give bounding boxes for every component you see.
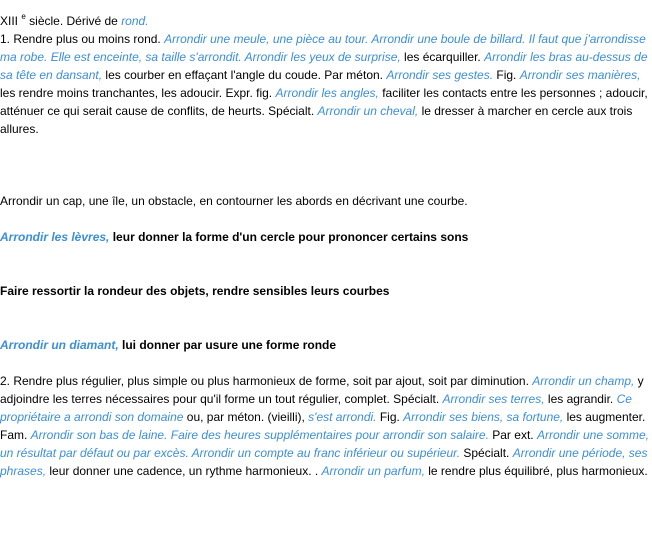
definition-text: Arrondir un cap, une île, un obstacle, e…	[0, 194, 468, 208]
definition-text: 1. Rendre plus ou moins rond.	[0, 32, 165, 46]
definition-text: Fig.	[493, 68, 520, 82]
example-text: Arrondir son bas de laine. Faire des heu…	[30, 428, 489, 442]
example-text: Arrondir une somme, un résultat par défa…	[0, 428, 649, 460]
definition-text: lui donner par usure une forme ronde	[118, 338, 337, 352]
example-text: Arrondir ses biens, sa fortune,	[403, 410, 564, 424]
example-text: Arrondir un diamant,	[0, 338, 119, 352]
example-text: Arrondir ses terres,	[442, 392, 545, 406]
definition-text: leur donner la forme d'un cercle pour pr…	[109, 230, 469, 244]
example-text: Arrondir ses gestes.	[386, 68, 494, 82]
definition-text: les écarquiller.	[400, 50, 485, 64]
definition-levres: Arrondir les lèvres, leur donner la form…	[0, 228, 652, 246]
definition-text: les augmenter. Fam.	[0, 410, 646, 442]
definition-text: Par ext.	[488, 428, 537, 442]
example-text: Arrondir les bras au-dessus de sa tête e…	[0, 50, 648, 82]
definition-text: faciliter les contacts entre les personn…	[0, 86, 648, 118]
example-text: Arrondir les angles,	[275, 86, 379, 100]
definition-text: les courber en effaçant l'angle du coude…	[102, 68, 387, 82]
definition-sense-2: 2. Rendre plus régulier, plus simple ou …	[0, 372, 652, 480]
definition-text: le rendre plus équilibré, plus harmonieu…	[424, 464, 648, 478]
definition-diamant: Arrondir un diamant, lui donner par usur…	[0, 336, 652, 354]
definition-text: Faire ressortir la rondeur des objets, r…	[0, 284, 390, 298]
example-text: Arrondir un cheval,	[317, 104, 419, 118]
example-text: Arrondir une période, ses phrases,	[0, 446, 648, 478]
definition-cap: Arrondir un cap, une île, un obstacle, e…	[0, 192, 652, 210]
example-text: Ce propriétaire a arrondi son domaine	[0, 392, 632, 424]
definition-sense-1: 1. Rendre plus ou moins rond. Arrondir u…	[0, 30, 652, 138]
definition-text: y adjoindre les terres nécessaires pour …	[0, 374, 644, 406]
example-text: Arrondir un parfum,	[321, 464, 425, 478]
example-text: Arrondir ses manières,	[519, 68, 641, 82]
example-text: Arrondir les lèvres,	[0, 230, 110, 244]
definition-text: leur donner une cadence, un rythme harmo…	[46, 464, 322, 478]
definition-text: 2. Rendre plus régulier, plus simple ou …	[0, 374, 533, 388]
definition-text: Spécialt.	[460, 446, 513, 460]
example-text: Arrondir une meule, une pièce au tour. A…	[0, 32, 646, 64]
etymology-link-rond[interactable]: rond.	[121, 14, 149, 28]
definition-text: ou, par méton. (vieilli),	[183, 410, 309, 424]
example-text: s'est arrondi.	[308, 410, 377, 424]
example-text: Arrondir un champ,	[532, 374, 635, 388]
etymology-text: siècle. Dérivé de	[25, 14, 122, 28]
definition-text: les agrandir.	[544, 392, 617, 406]
definition-rondeur: Faire ressortir la rondeur des objets, r…	[0, 282, 652, 300]
definition-text: le dresser à marcher en cercle aux trois…	[0, 104, 633, 136]
etymology-line: XIII e siècle. Dérivé de rond.	[0, 12, 652, 30]
century-superscript: e	[21, 12, 26, 21]
definition-text: les rendre moins tranchantes, les adouci…	[0, 86, 276, 100]
century: XIII	[0, 14, 19, 28]
definition-text: Fig.	[376, 410, 404, 424]
